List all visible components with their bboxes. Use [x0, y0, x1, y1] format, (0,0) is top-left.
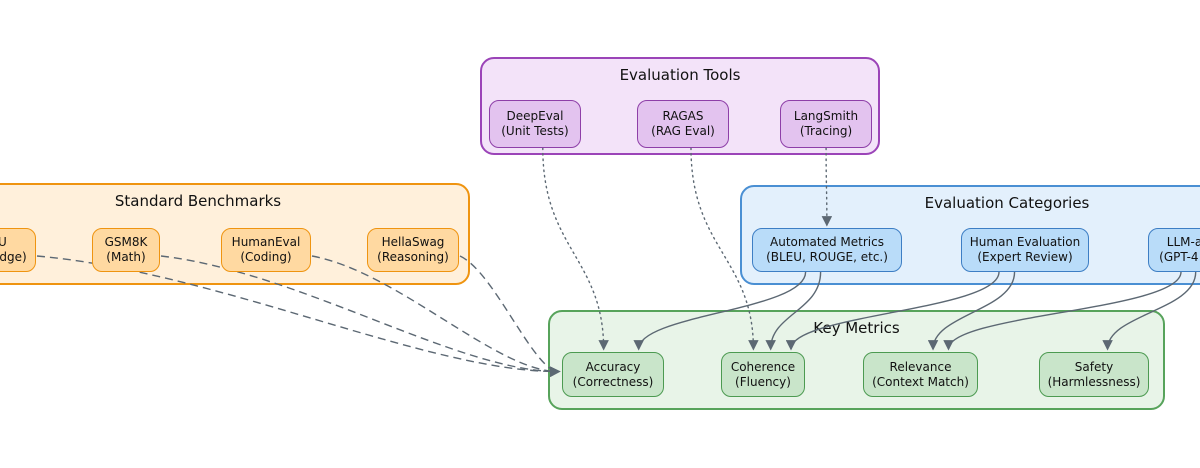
node-llm_judge-label: LLM-as-Judge	[1166, 235, 1200, 249]
node-coherence-sublabel: (Fluency)	[735, 374, 791, 389]
node-hellaswag: HellaSwag(Reasoning)	[367, 228, 459, 272]
node-deepeval-sublabel: (Unit Tests)	[501, 124, 569, 138]
node-safety-sublabel: (Harmlessness)	[1047, 374, 1141, 389]
edge-hellaswag-accuracy	[459, 255, 561, 378]
node-gsm8k-sublabel: (Math)	[106, 250, 146, 264]
node-mmlu-label: MMLU	[0, 235, 7, 249]
node-accuracy-label: Accuracy	[585, 359, 641, 374]
node-gsm8k: GSM8K(Math)	[92, 228, 160, 272]
node-accuracy: Accuracy(Correctness)	[562, 352, 664, 397]
node-humaneval-sublabel: (Coding)	[240, 250, 292, 264]
node-deepeval-label: DeepEval	[506, 109, 564, 123]
node-relevance-sublabel: (Context Match)	[872, 374, 969, 389]
node-human_eval-label: Human Evaluation	[969, 235, 1081, 249]
node-hellaswag-label: HellaSwag	[381, 235, 445, 249]
node-deepeval: DeepEval(Unit Tests)	[489, 100, 581, 148]
node-relevance-label: Relevance	[889, 359, 952, 374]
node-ragas-sublabel: (RAG Eval)	[651, 124, 715, 138]
node-safety-label: Safety	[1074, 359, 1114, 374]
node-coherence: Coherence(Fluency)	[721, 352, 805, 397]
node-hellaswag-sublabel: (Reasoning)	[377, 250, 449, 264]
node-ragas: RAGAS(RAG Eval)	[637, 100, 729, 148]
group-title-tools: Evaluation Tools	[619, 66, 741, 84]
node-coherence-label: Coherence	[730, 359, 796, 374]
group-title-benchmarks: Standard Benchmarks	[114, 192, 282, 210]
node-human_eval: Human Evaluation(Expert Review)	[961, 228, 1089, 272]
group-title-categories: Evaluation Categories	[924, 194, 1090, 212]
node-safety: Safety(Harmlessness)	[1039, 352, 1149, 397]
node-human_eval-sublabel: (Expert Review)	[977, 250, 1073, 264]
node-humaneval: HumanEval(Coding)	[221, 228, 311, 272]
node-llm_judge: LLM-as-Judge(GPT-4 Grading)	[1148, 228, 1200, 272]
node-automated: Automated Metrics(BLEU, ROUGE, etc.)	[752, 228, 902, 272]
node-langsmith-sublabel: (Tracing)	[799, 124, 853, 138]
node-langsmith-label: LangSmith	[793, 109, 859, 123]
node-humaneval-label: HumanEval	[231, 235, 301, 249]
node-mmlu-sublabel: (Knowledge)	[0, 250, 27, 264]
node-automated-sublabel: (BLEU, ROUGE, etc.)	[766, 250, 888, 264]
node-accuracy-sublabel: (Correctness)	[572, 374, 654, 389]
node-ragas-label: RAGAS	[662, 109, 704, 123]
node-gsm8k-label: GSM8K	[104, 235, 148, 249]
node-mmlu: MMLU(Knowledge)	[0, 228, 36, 272]
node-automated-label: Automated Metrics	[770, 235, 884, 249]
group-title-metrics: Key Metrics	[813, 319, 900, 337]
node-relevance: Relevance(Context Match)	[863, 352, 978, 397]
node-llm_judge-sublabel: (GPT-4 Grading)	[1159, 250, 1200, 264]
node-langsmith: LangSmith(Tracing)	[780, 100, 872, 148]
